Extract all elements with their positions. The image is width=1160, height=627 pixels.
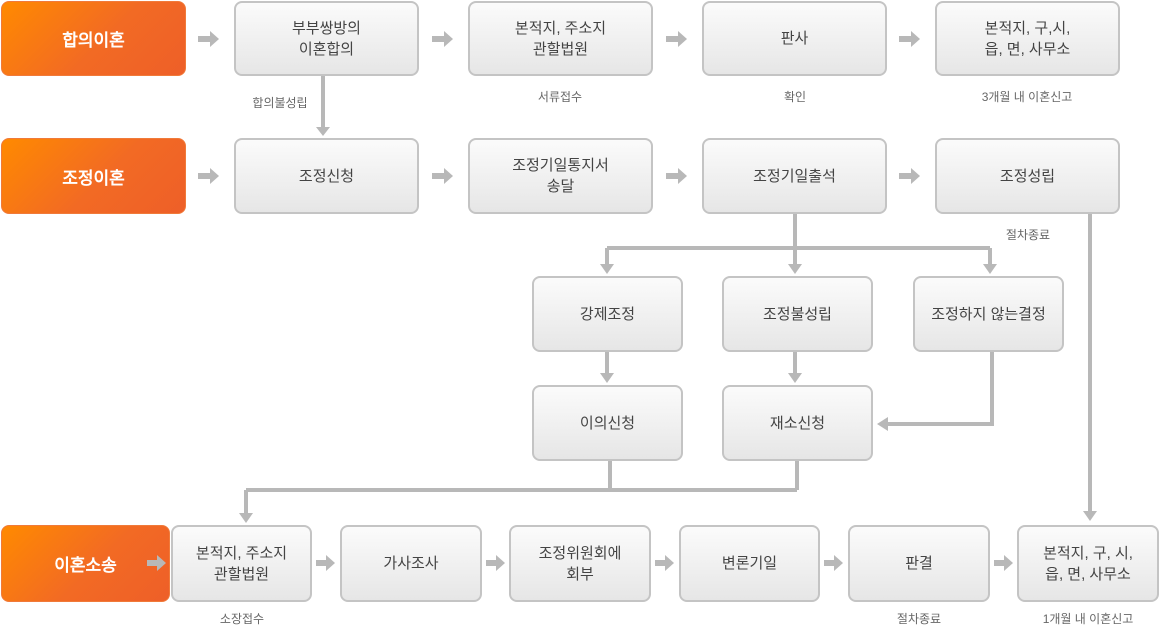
note-report-3-months: 3개월 내 이혼신고 (981, 90, 1073, 104)
arrow-right-icon (666, 168, 687, 184)
arrow-right-icon (899, 31, 920, 47)
arrow-right-icon (198, 31, 219, 47)
agreement-divorce-label: 합의이혼 (1, 1, 186, 76)
outcome-mediation-failed: 조정불성립 (722, 276, 873, 352)
step-notice-delivery: 조정기일통지서 송달 (468, 138, 653, 214)
arrow-right-icon (655, 555, 674, 571)
step-mediation-request: 조정신청 (234, 138, 419, 214)
note-confirmation: 확인 (783, 90, 807, 104)
arrow-right-icon (994, 555, 1013, 571)
arrow-right-icon (899, 168, 920, 184)
arrow-right-icon (432, 31, 453, 47)
note-procedure-end-final: 절차종료 (896, 612, 942, 626)
step-family-court: 본적지, 주소지 관할법원 (468, 1, 653, 76)
step-judgment: 판결 (848, 525, 990, 602)
arrow-right-icon (198, 168, 219, 184)
step-hearing: 변론기일 (679, 525, 820, 602)
arrow-right-icon (486, 555, 505, 571)
litigation-divorce-label: 이혼소송 (1, 525, 170, 602)
note-procedure-end: 절차종료 (1005, 228, 1051, 242)
step-objection: 이의신청 (532, 385, 683, 461)
step-mediation-committee: 조정위원회에 회부 (509, 525, 651, 602)
step-registry-office: 본적지, 구,시, 읍, 면, 사무소 (935, 1, 1120, 76)
outcome-no-mediation-decision: 조정하지 않는결정 (913, 276, 1064, 352)
note-complaint-filing: 소장접수 (219, 612, 265, 626)
step-mediation-success: 조정성립 (935, 138, 1120, 214)
arrow-right-icon (432, 168, 453, 184)
note-agreement-failed: 합의불성립 (252, 96, 308, 110)
step-family-investigation: 가사조사 (340, 525, 482, 602)
step-refiling: 재소신청 (722, 385, 873, 461)
step-mediation-attendance: 조정기일출석 (702, 138, 887, 214)
note-report-1-month: 1개월 내 이혼신고 (1042, 612, 1134, 626)
step-judge: 판사 (702, 1, 887, 76)
step-registry-office-final: 본적지, 구, 시, 읍, 면, 사무소 (1017, 525, 1159, 602)
arrow-right-icon (316, 555, 335, 571)
step-court-filing: 본적지, 주소지 관할법원 (171, 525, 312, 602)
arrow-right-icon (666, 31, 687, 47)
mediation-divorce-label: 조정이혼 (1, 138, 186, 214)
arrow-right-icon (824, 555, 843, 571)
outcome-forced-mediation: 강제조정 (532, 276, 683, 352)
note-document-submission: 서류접수 (537, 90, 583, 104)
arrow-right-icon (147, 555, 166, 571)
step-mutual-agreement: 부부쌍방의 이혼합의 (234, 1, 419, 76)
